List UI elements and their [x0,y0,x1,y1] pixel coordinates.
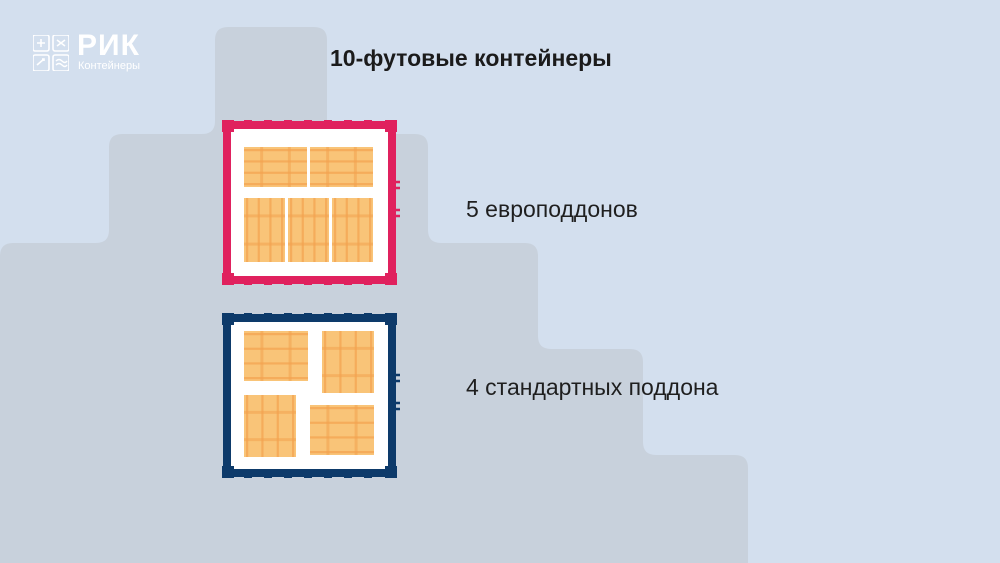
container-notch [304,313,312,317]
container-notch [264,474,272,478]
container-notch [344,313,352,317]
container-notch [324,313,332,317]
container-notch [284,313,292,317]
logo-grid-icon [33,35,69,71]
container-notch [264,120,272,124]
container-notch [304,281,312,285]
container-door-handle [392,180,400,218]
container-notch [364,281,372,285]
caption-standard-pallets: 4 стандартных поддона [466,374,719,400]
logo-subtitle: Контейнеры [78,60,140,72]
container-notch [264,281,272,285]
container-corner [222,120,234,132]
container-notch [264,313,272,317]
container-corner [222,313,234,325]
container-corner [385,273,397,285]
caption-euro-pallets: 5 европоддонов [466,196,638,222]
container-notch [344,120,352,124]
container-notch [284,281,292,285]
container-notch [244,313,252,317]
container-corner [385,466,397,478]
container-notch [244,281,252,285]
pallet [332,198,373,262]
container-notch [364,120,372,124]
container-notch [364,313,372,317]
container-notch [344,281,352,285]
container-corner [385,120,397,132]
container-corner [222,273,234,285]
container-notch [364,474,372,478]
container-notch [344,474,352,478]
pallet [288,198,329,262]
page-title: 10-футовые контейнеры [330,45,612,71]
container-notch [244,120,252,124]
pallet [244,147,307,187]
container-notch [324,474,332,478]
container-corner [222,466,234,478]
container-standard-pallets [222,313,400,478]
pallet [244,395,296,457]
pallet [244,331,308,381]
logo-wordmark: РИК [77,29,140,62]
logo: РИК Контейнеры [33,29,163,73]
pallet [322,331,374,393]
container-notch [244,474,252,478]
container-notch [284,474,292,478]
container-notch [304,474,312,478]
container-door-handle [392,373,400,411]
pallet [310,147,373,187]
pallet [310,405,374,455]
container-corner [385,313,397,325]
container-notch [324,120,332,124]
container-euro-pallets [222,120,400,285]
container-notch [284,120,292,124]
container-notch [324,281,332,285]
container-notch [304,120,312,124]
pallet [244,198,285,262]
